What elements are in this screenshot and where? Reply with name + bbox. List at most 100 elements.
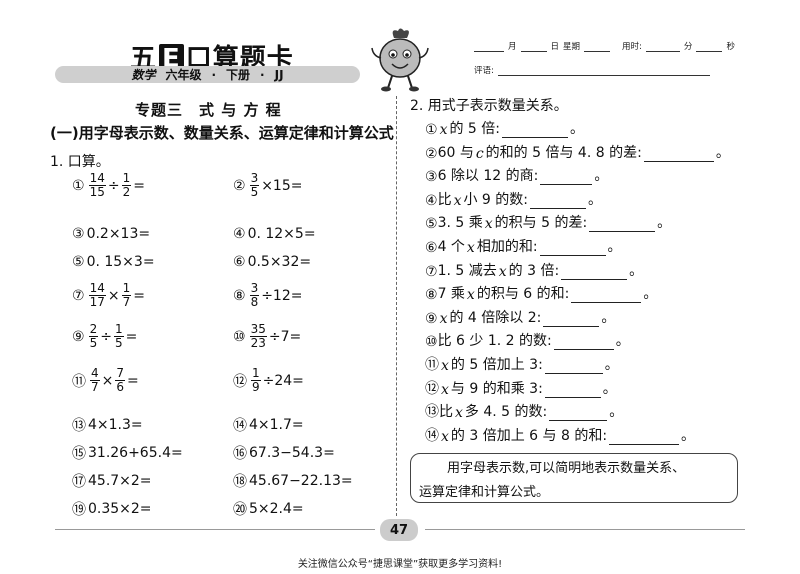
answer-blank[interactable] — [561, 265, 628, 280]
expression-rest: ×15= — [261, 177, 303, 194]
answer-blank[interactable] — [544, 383, 601, 398]
equals: = — [127, 372, 139, 389]
item-number: ③ — [425, 169, 438, 186]
subject-bar: 数学 六年级 · 下册 · JJ — [55, 66, 360, 83]
item-number: ⑱ — [233, 474, 247, 490]
answer-blank[interactable] — [502, 123, 568, 138]
item-text-post: 的 4 倍除以 2: — [449, 309, 542, 326]
item-number: ⑥ — [425, 240, 438, 256]
footer-note: 关注微信公众号“捷思课堂”获取更多学习资料! — [297, 559, 503, 570]
expression: 67.3−54.3= — [249, 445, 335, 461]
variable: x — [441, 381, 449, 398]
item-number: ⑰ — [72, 474, 86, 490]
section-title: (一)用字母表示数、数量关系、运算定律和计算公式 — [50, 124, 394, 142]
item-number: ⑪ — [72, 373, 86, 390]
page-number: 47 — [380, 519, 418, 541]
variable: x — [466, 287, 475, 304]
item-number: ⑧ — [233, 287, 246, 304]
answer-blank[interactable] — [549, 406, 608, 422]
item-number: ⑦ — [425, 263, 438, 280]
variable: x — [441, 358, 449, 374]
answer-blank[interactable] — [643, 147, 714, 162]
item-text-pre: 比 — [439, 404, 453, 421]
item-number: ⑩ — [425, 334, 438, 351]
month-blank[interactable] — [474, 41, 504, 52]
item-number: ⑤ — [425, 216, 438, 233]
period: 。 — [601, 309, 616, 326]
period: 。 — [570, 121, 584, 137]
item-number: ⑩ — [233, 328, 246, 345]
equals: = — [125, 328, 138, 345]
answer-blank[interactable] — [589, 217, 656, 233]
day-blank[interactable] — [520, 41, 547, 52]
item-number: ⑫ — [233, 373, 247, 390]
comment-row: 评语: — [474, 64, 710, 76]
column-divider — [396, 96, 397, 516]
minute-blank[interactable] — [645, 41, 680, 52]
item-text-post: 的积与 6 的和: — [476, 286, 570, 303]
answer-blank[interactable] — [571, 288, 642, 304]
variable: x — [439, 310, 448, 327]
variable: x — [441, 428, 449, 445]
answer-blank[interactable] — [553, 335, 614, 351]
item-number: ④ — [233, 226, 246, 242]
operator: × — [101, 372, 114, 389]
period: 。 — [604, 357, 619, 373]
item-text-post: 的 3 倍加上 6 与 8 的和: — [450, 427, 608, 444]
answer-blank[interactable] — [540, 170, 593, 186]
weekday-blank[interactable] — [584, 41, 611, 52]
item-number: ⑬ — [425, 404, 439, 421]
answer-blank[interactable] — [539, 241, 606, 256]
item-number: ③ — [72, 226, 85, 242]
second-blank[interactable] — [696, 41, 723, 52]
expression: 31.26+65.4= — [88, 445, 183, 461]
item-number: ④ — [425, 192, 438, 209]
answer-blank[interactable] — [544, 359, 603, 374]
expression: 4×1.7= — [249, 417, 304, 433]
period: 。 — [715, 144, 730, 161]
period: 。 — [681, 427, 696, 444]
item-number: ⑥ — [233, 254, 246, 270]
item-number: ⑤ — [72, 254, 85, 270]
answer-blank[interactable] — [609, 430, 680, 445]
item-text-post: 小 9 的数: — [463, 191, 528, 208]
item-number: ⑨ — [425, 310, 438, 327]
answer-blank[interactable] — [530, 194, 586, 209]
period: 。 — [594, 168, 609, 185]
operator: ÷ — [107, 177, 120, 194]
answer-blank[interactable] — [543, 312, 600, 327]
item-number: ① — [72, 177, 85, 194]
period: 。 — [588, 191, 602, 208]
item-text-post: 的 5 倍: — [449, 121, 500, 137]
expression-rest: ÷12= — [261, 287, 303, 304]
comment-blank[interactable] — [497, 65, 710, 76]
item-text-pre: 7 乘 — [437, 286, 465, 303]
item-text-post: 多 4. 5 的数: — [464, 404, 548, 421]
expression: 0.5×32= — [247, 254, 312, 270]
variable: x — [466, 240, 475, 256]
item-number: ① — [425, 122, 438, 138]
